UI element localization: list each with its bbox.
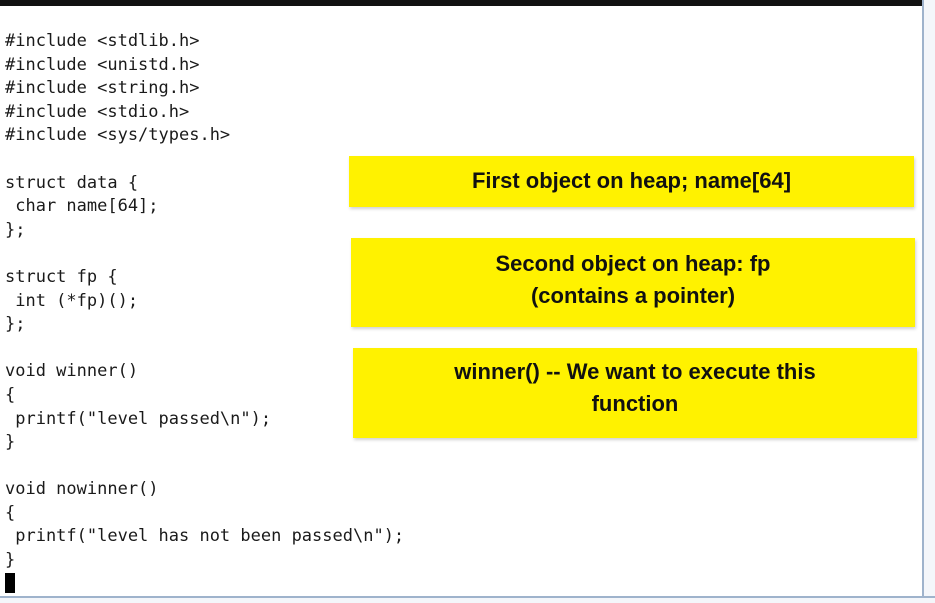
annotation-text: winner() -- We want to execute this xyxy=(454,359,816,384)
text-cursor xyxy=(5,572,15,593)
code-line: }; xyxy=(5,219,26,240)
annotation-text: (contains a pointer) xyxy=(530,283,736,308)
code-line: void nowinner() xyxy=(5,479,159,500)
code-line: { xyxy=(5,502,16,523)
cursor-line xyxy=(5,572,404,597)
code-line: printf("level passed\n"); xyxy=(5,408,272,429)
code-line: char name[64]; xyxy=(5,196,159,217)
code-line xyxy=(5,148,404,172)
code-line: struct fp { xyxy=(5,266,118,287)
code-line: #include <stdio.h> xyxy=(5,101,190,122)
annotation-text: Second object on heap: fp xyxy=(495,251,771,276)
code-line: #include <unistd.h> xyxy=(5,54,200,75)
code-line: struct data { xyxy=(5,172,139,193)
code-line: #include <string.h> xyxy=(5,78,200,99)
code-line: #include <stdlib.h> xyxy=(5,31,200,51)
code-line: void winner() xyxy=(5,361,139,382)
annotation-text: function xyxy=(591,391,679,416)
code-line: } xyxy=(5,432,16,453)
code-listing[interactable]: #include <stdlib.h> #include <unistd.h> … xyxy=(5,30,404,596)
annotation-winner: winner() -- We want to execute this func… xyxy=(353,348,917,438)
code-line xyxy=(5,337,404,361)
window-right-edge xyxy=(922,0,935,603)
code-line: } xyxy=(5,550,16,571)
window-bottom-edge xyxy=(0,596,935,603)
annotation-text: First object on heap; name[64] xyxy=(471,168,792,193)
code-line xyxy=(5,242,404,266)
code-line: #include <sys/types.h> xyxy=(5,125,231,146)
code-line: { xyxy=(5,384,16,405)
annotation-second-object: Second object on heap: fp (contains a po… xyxy=(351,238,915,327)
code-line: int (*fp)(); xyxy=(5,290,139,311)
title-bar xyxy=(0,0,935,6)
code-line xyxy=(5,455,404,479)
annotation-first-object: First object on heap; name[64] xyxy=(349,156,914,207)
code-line: }; xyxy=(5,314,26,335)
code-line: printf("level has not been passed\n"); xyxy=(5,526,405,547)
